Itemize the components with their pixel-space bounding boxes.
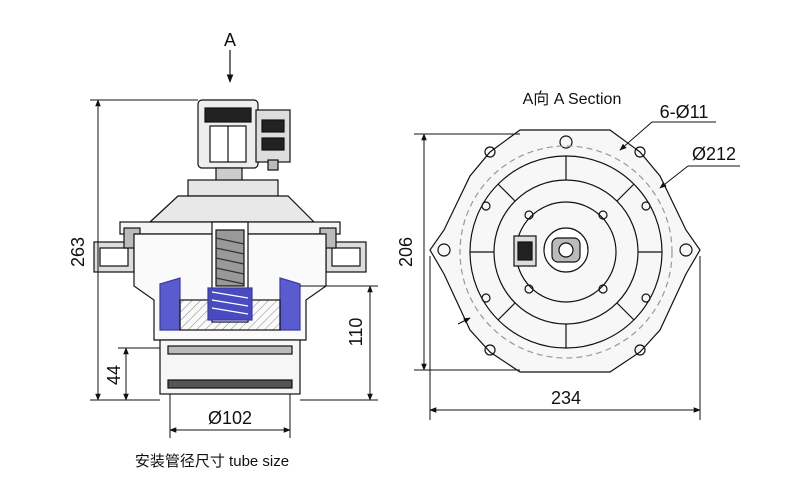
bolt-hole <box>559 135 573 149</box>
section-label: A向 A Section <box>523 90 622 108</box>
holes-label: 6-Ø11 <box>660 102 709 122</box>
bolt-hole <box>437 243 451 257</box>
valve-top-view <box>429 129 701 373</box>
valve-side-view <box>93 50 367 395</box>
arrow-a-label: A <box>224 30 236 50</box>
dim-102-label: Ø102 <box>208 408 252 428</box>
dim-206-label: 206 <box>396 237 416 267</box>
right-dimensions <box>414 121 740 420</box>
bolt-hole <box>679 243 693 257</box>
valve-bonnet <box>187 179 279 197</box>
spring-blue <box>207 287 253 321</box>
diaphragm-right <box>279 277 301 331</box>
diaphragm-left <box>159 277 181 331</box>
tube-size-caption: 安装管径尺寸 tube size <box>135 453 289 470</box>
dim-44-label: 44 <box>104 365 124 385</box>
leader-bolt-circle <box>659 165 689 189</box>
valve-cover <box>148 195 316 223</box>
bolt-circle-label: Ø212 <box>692 144 736 164</box>
bolt-circle <box>459 145 673 359</box>
left-dimensions <box>90 99 378 438</box>
dim-263-label: 263 <box>68 237 88 267</box>
dim-110-label: 110 <box>346 318 366 347</box>
leader-holes <box>619 121 653 151</box>
connector-box <box>255 109 291 163</box>
dim-234-label: 234 <box>551 388 581 408</box>
